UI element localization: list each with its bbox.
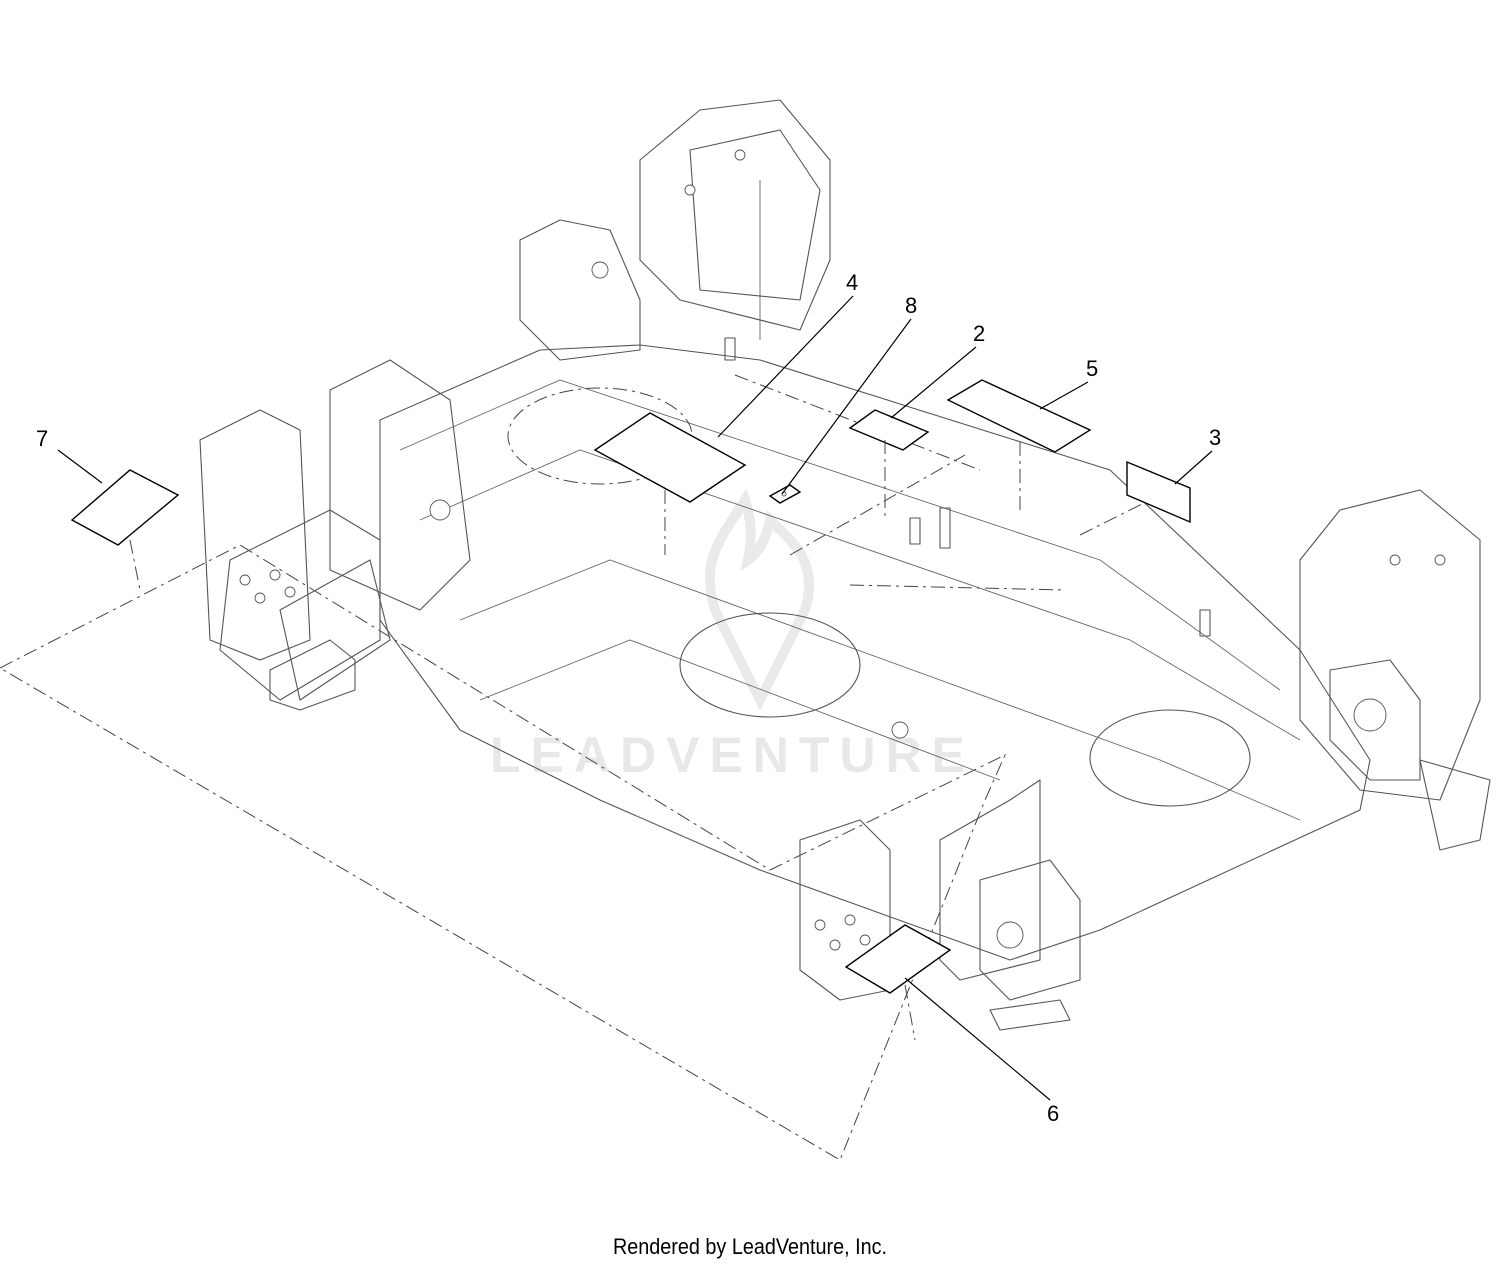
callout-5: 5 — [1086, 356, 1098, 381]
watermark: LEADVENTURE — [490, 488, 965, 783]
callout-6: 6 — [1047, 1101, 1059, 1126]
render-credit: Rendered by LeadVenture, Inc. — [612, 1234, 888, 1259]
callout-4: 4 — [846, 270, 858, 295]
mower-frame — [0, 99, 1491, 1161]
decal-5[interactable] — [946, 379, 1092, 453]
bolt-holes — [239, 149, 1446, 951]
blade-opening-center — [679, 612, 861, 718]
callout-8: 8 — [905, 293, 917, 318]
reference-plane — [0, 544, 1007, 1161]
watermark-flame-icon — [704, 488, 815, 712]
decal-4[interactable] — [593, 412, 747, 503]
callout-2: 2 — [973, 321, 985, 346]
decal-7[interactable] — [70, 469, 180, 546]
deck-outline — [379, 344, 1371, 961]
mount-pins — [724, 337, 1211, 637]
blade-opening-right — [1089, 709, 1251, 807]
decal-6[interactable] — [844, 924, 952, 994]
callouts: 7 4 8 2 5 3 6 — [36, 270, 1221, 1126]
decals — [70, 379, 1191, 1041]
callout-7: 7 — [36, 426, 48, 451]
decal-2[interactable] — [848, 409, 930, 451]
callout-3: 3 — [1209, 425, 1221, 450]
decal-3[interactable] — [1126, 460, 1191, 524]
